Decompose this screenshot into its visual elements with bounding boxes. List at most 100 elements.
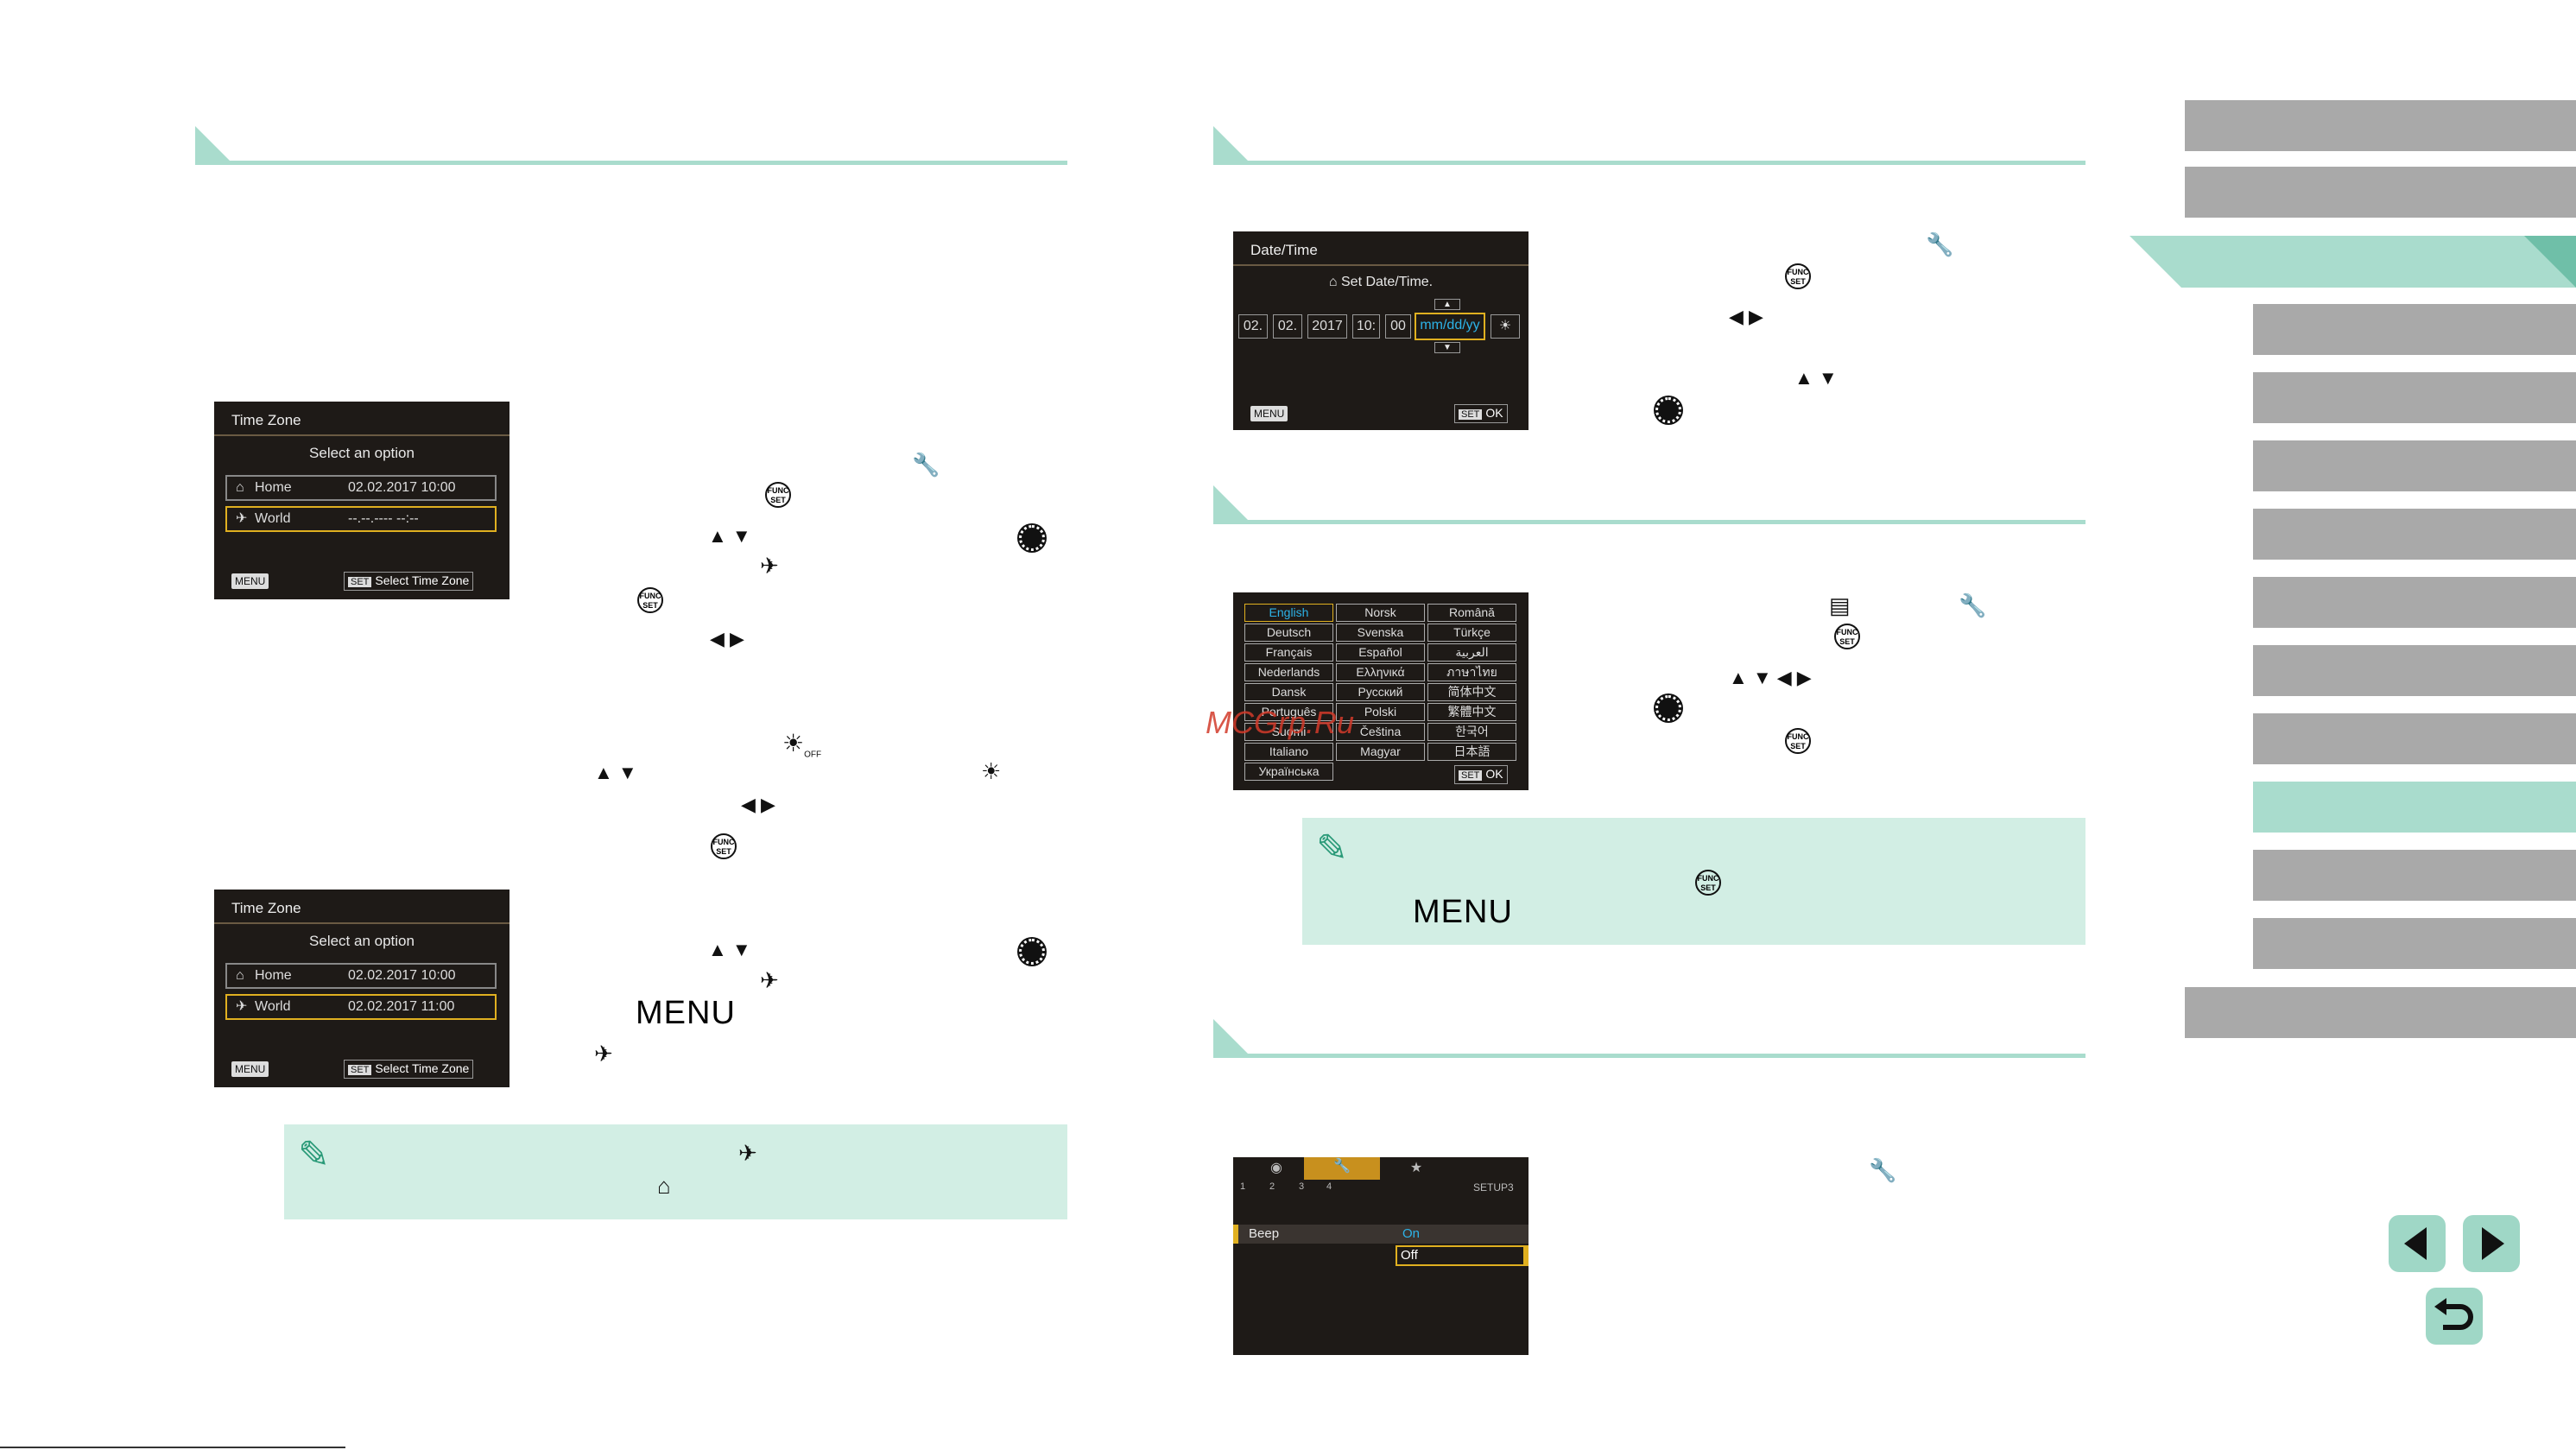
- left-right-arrows-icon: ◀ ▶: [741, 794, 775, 815]
- language-option[interactable]: Čeština: [1336, 723, 1425, 741]
- menu-button-label: MENU: [1250, 406, 1288, 421]
- off-label: Off: [1401, 1248, 1418, 1263]
- airplane-icon: ✈: [236, 999, 248, 1014]
- language-option[interactable]: Русский: [1336, 683, 1425, 701]
- language-option[interactable]: Español: [1336, 643, 1425, 662]
- my-menu-tab: ★: [1409, 1161, 1423, 1175]
- nav-subitem[interactable]: [2253, 918, 2576, 969]
- language-option[interactable]: Română: [1427, 604, 1516, 622]
- home-icon: ⌂: [657, 1173, 671, 1199]
- language-option[interactable]: 日本語: [1427, 743, 1516, 761]
- world-value: 02.02.2017 11:00: [348, 999, 455, 1014]
- wrench-icon: 🔧: [912, 452, 940, 478]
- home-label: Home: [255, 968, 292, 983]
- airplane-icon: ✈: [760, 967, 779, 993]
- note-pencil-icon: ✎: [298, 1134, 330, 1176]
- next-page-button[interactable]: [2463, 1215, 2520, 1272]
- airplane-icon: ✈: [236, 511, 248, 526]
- language-option[interactable]: Deutsch: [1244, 624, 1333, 642]
- screen-prompt: ⌂ Set Date/Time.: [1233, 275, 1529, 290]
- screen-prompt: Select an option: [309, 933, 415, 949]
- nav-section-active: [2130, 236, 2576, 288]
- daylight-saving-on-icon: ☀: [981, 758, 1002, 784]
- date-time-screen: Date/Time ⌂ Set Date/Time. ▲ 02. 02. 201…: [1233, 231, 1529, 430]
- language-option[interactable]: Українська: [1244, 763, 1333, 781]
- beep-option-off[interactable]: Off: [1396, 1245, 1529, 1266]
- language-option[interactable]: Français: [1244, 643, 1333, 662]
- airplane-icon: ✈: [594, 1041, 613, 1067]
- section-header-language: [1213, 485, 2085, 524]
- menu-button-word: MENU: [636, 995, 736, 1031]
- nav-subitem-active[interactable]: [2253, 782, 2576, 833]
- language-option[interactable]: English: [1244, 604, 1333, 622]
- nav-subitem[interactable]: [2253, 577, 2576, 628]
- setup-tab: 🔧: [1304, 1157, 1380, 1180]
- nav-subitem[interactable]: [2253, 713, 2576, 764]
- nav-subitem[interactable]: [2253, 509, 2576, 560]
- language-option[interactable]: Svenska: [1336, 624, 1425, 642]
- world-label: World: [255, 999, 291, 1014]
- up-down-arrows-icon: ▲ ▼: [1794, 367, 1838, 389]
- language-option[interactable]: Italiano: [1244, 743, 1333, 761]
- daylight-saving-off-icon: ☀OFF: [782, 730, 822, 760]
- beep-option-on[interactable]: On: [1402, 1226, 1421, 1241]
- language-option[interactable]: Nederlands: [1244, 663, 1333, 681]
- language-option[interactable]: Polski: [1336, 703, 1425, 721]
- set-key: SET: [1459, 409, 1483, 420]
- language-option[interactable]: 繁體中文: [1427, 703, 1516, 721]
- up-down-arrows-icon: ▲ ▼: [708, 525, 751, 547]
- nav-subitem[interactable]: [2253, 372, 2576, 423]
- set-key: SET: [348, 577, 372, 587]
- nav-subitem[interactable]: [2253, 645, 2576, 696]
- wrench-icon: 🔧: [1869, 1157, 1897, 1183]
- language-option[interactable]: Português: [1244, 703, 1333, 721]
- home-icon: ⌂: [236, 480, 244, 495]
- home-icon: ⌂: [1328, 275, 1341, 289]
- next-page-icon: [2482, 1227, 2504, 1260]
- nav-subitem[interactable]: [2253, 440, 2576, 491]
- nav-subitem[interactable]: [2253, 850, 2576, 901]
- language-option[interactable]: Norsk: [1336, 604, 1425, 622]
- home-value: 02.02.2017 10:00: [348, 480, 456, 495]
- up-down-arrows-icon: ▲ ▼: [708, 939, 751, 960]
- nav-tab[interactable]: [2185, 100, 2576, 151]
- home-row: ⌂ Home 02.02.2017 10:00: [225, 475, 497, 501]
- world-row: ✈ World --.--.---- --:--: [225, 506, 497, 532]
- menu-button-word: MENU: [1413, 894, 1513, 930]
- hour-field: 10:: [1352, 314, 1380, 339]
- time-zone-screen: Time Zone Select an option ⌂ Home 02.02.…: [214, 402, 510, 599]
- language-option[interactable]: Magyar: [1336, 743, 1425, 761]
- date-format-field: mm/dd/yy: [1415, 313, 1485, 340]
- wrench-icon: 🔧: [1926, 231, 1954, 257]
- left-right-arrows-icon: ◀ ▶: [710, 628, 744, 649]
- beep-row: Beep On: [1233, 1225, 1529, 1244]
- nav-tab[interactable]: [2185, 167, 2576, 218]
- return-button[interactable]: [2426, 1288, 2483, 1345]
- language-option[interactable]: ภาษาไทย: [1427, 663, 1516, 681]
- screen-title: Time Zone: [231, 900, 301, 916]
- up-down-arrows-icon: ▲ ▼: [594, 762, 637, 783]
- section-header-beep: [1213, 1019, 2085, 1058]
- down-arrow-icon: ▼: [1434, 342, 1460, 353]
- nav-subitem[interactable]: [2253, 304, 2576, 355]
- language-option[interactable]: Suomi: [1244, 723, 1333, 741]
- language-option[interactable]: 简体中文: [1427, 683, 1516, 701]
- language-option[interactable]: العربية: [1427, 643, 1516, 662]
- home-icon: ⌂: [236, 968, 244, 983]
- control-dial-icon: [1655, 695, 1681, 721]
- menu-tab-icon: ▤: [1829, 592, 1851, 618]
- language-option[interactable]: Dansk: [1244, 683, 1333, 701]
- set-action-label: Select Time Zone: [375, 1061, 470, 1075]
- language-option[interactable]: 한국어: [1427, 723, 1516, 741]
- previous-page-button[interactable]: [2389, 1215, 2446, 1272]
- control-dial-icon: [1019, 525, 1045, 551]
- nav-tab[interactable]: [2185, 987, 2576, 1038]
- section-header-date-time: [1213, 126, 2085, 165]
- tab-name: SETUP3: [1473, 1181, 1514, 1194]
- note-pencil-icon: ✎: [1316, 827, 1348, 870]
- language-screen: English Norsk Română Deutsch Svenska Tür…: [1233, 592, 1529, 790]
- language-option[interactable]: Ελληνικά: [1336, 663, 1425, 681]
- language-option[interactable]: Türkçe: [1427, 624, 1516, 642]
